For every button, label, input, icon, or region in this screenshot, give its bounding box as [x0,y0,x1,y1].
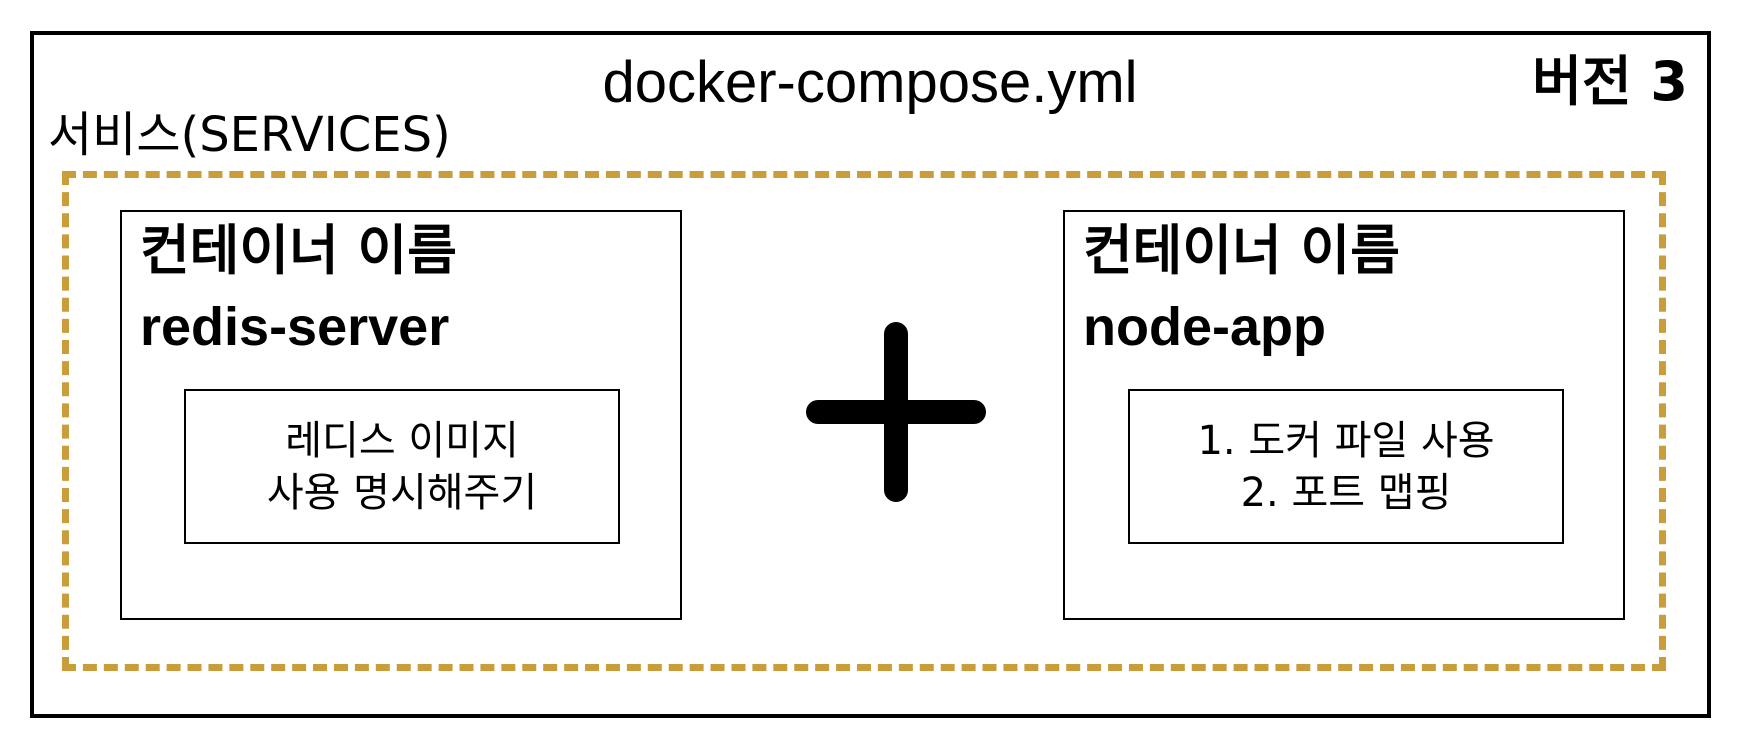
compose-file-frame [30,31,1711,718]
compose-version-label: 버전 3 [1532,50,1688,113]
container-config-box: 레디스 이미지 사용 명시해주기 [184,389,620,544]
container-name: node-app [1083,297,1326,357]
services-region [62,171,1666,671]
config-line: 사용 명시해주기 [266,469,538,516]
services-label: 서비스(SERVICES) [48,107,451,163]
config-line: 레디스 이미지 [285,417,519,464]
config-line: 1. 도커 파일 사용 [1197,417,1495,464]
container-box-redis-server: 컨테이너 이름 redis-server 레디스 이미지 사용 명시해주기 [120,210,682,620]
plus-icon [806,322,986,502]
container-config-box: 1. 도커 파일 사용 2. 포트 맵핑 [1128,389,1564,544]
container-heading: 컨테이너 이름 [140,219,457,282]
config-line: 2. 포트 맵핑 [1240,469,1452,516]
container-heading: 컨테이너 이름 [1083,219,1400,282]
container-name: redis-server [140,297,450,357]
container-box-node-app: 컨테이너 이름 node-app 1. 도커 파일 사용 2. 포트 맵핑 [1063,210,1625,620]
compose-file-title: docker-compose.yml [602,50,1138,115]
